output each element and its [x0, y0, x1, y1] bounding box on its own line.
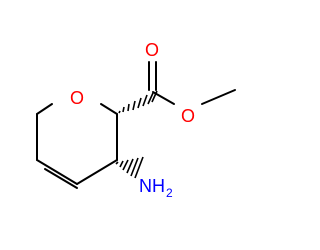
structure-drawing: O O O NH 2 — [36, 40, 236, 200]
ester-oxygen-label: O — [181, 106, 195, 126]
hashed-wedge-c2-carbonyl — [118, 90, 158, 114]
ring-oxygen-label: O — [70, 88, 84, 108]
amine-hydrogen-count: 2 — [166, 186, 173, 200]
bond-ring-double-inner — [44, 168, 78, 189]
bond-ch2-o-ring — [36, 103, 53, 115]
bond-carbonyl-ester-o — [152, 91, 175, 105]
molecule-canvas: O O O NH 2 — [36, 40, 236, 200]
carbonyl-oxygen-label: O — [145, 40, 159, 60]
bond-ester-o-methyl — [201, 89, 236, 105]
bond-c2-o-ring — [100, 103, 118, 115]
amine-nitrogen-label: NH — [139, 176, 165, 196]
bond-ring-ch-ch — [36, 159, 78, 185]
hashed-wedge-c3-amine — [115, 156, 144, 179]
bond-ch-c3 — [76, 159, 118, 185]
